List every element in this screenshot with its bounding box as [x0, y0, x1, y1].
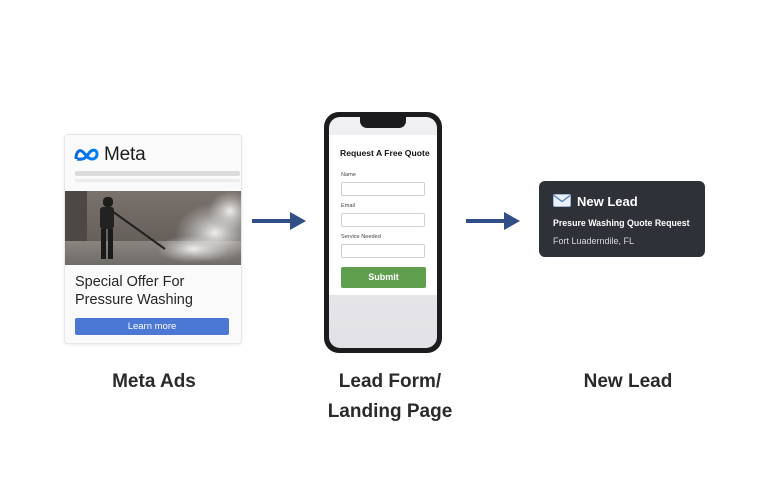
notification-location: Fort Luaderndile, FL: [553, 236, 635, 246]
caption-meta-ads: Meta Ads: [112, 371, 196, 392]
ad-placeholder-bar: [75, 171, 240, 176]
phone-notch: [360, 117, 406, 128]
ad-headline-line: Special Offer For: [75, 274, 185, 290]
notification-subtitle: Presure Washing Quote Request: [553, 218, 690, 228]
name-field[interactable]: [341, 182, 425, 196]
meta-logo: Meta: [73, 144, 146, 166]
ad-headline: Special Offer For Pressure Washing: [75, 273, 235, 309]
email-field-label: Email: [341, 203, 355, 209]
caption-new-lead: New Lead: [583, 371, 673, 392]
service-field[interactable]: [341, 244, 425, 258]
service-field-label: Service Needed: [341, 234, 381, 240]
arrow-right-icon: [466, 212, 520, 230]
meta-logo-text: Meta: [104, 144, 146, 165]
caption-lead-form-line: Lead Form/: [338, 371, 442, 392]
phone-screen: Request A Free Quote Name Email Service …: [329, 117, 437, 348]
name-field-label: Name: [341, 172, 356, 178]
caption-lead-form-line: Landing Page: [327, 401, 453, 422]
phone-mockup: Request A Free Quote Name Email Service …: [324, 112, 442, 353]
caption-lead-form: Lead Form/ Landing Page: [300, 367, 480, 427]
email-field[interactable]: [341, 213, 425, 227]
ad-headline-line: Pressure Washing: [75, 292, 193, 308]
submit-button[interactable]: Submit: [341, 267, 426, 288]
arrow-right-icon: [252, 212, 306, 230]
meta-ad-card: Meta Speci: [64, 134, 242, 344]
meta-infinity-icon: [73, 147, 101, 163]
envelope-icon: [553, 194, 571, 212]
ad-placeholder-bar: [75, 179, 240, 182]
notification-title: New Lead: [577, 194, 638, 209]
new-lead-notification: New Lead Presure Washing Quote Request F…: [539, 181, 705, 257]
learn-more-button[interactable]: Learn more: [75, 318, 229, 335]
form-title: Request A Free Quote: [340, 148, 430, 158]
pressure-washing-photo: [65, 191, 241, 265]
